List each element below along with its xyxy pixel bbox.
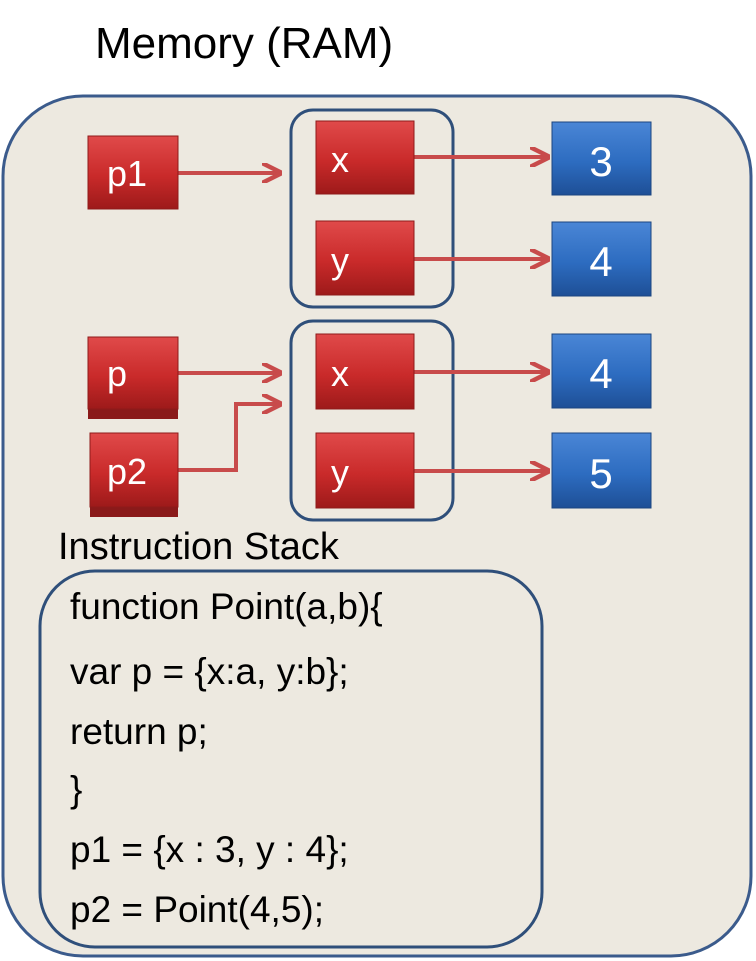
- object-1-field-y-label: y: [331, 240, 349, 281]
- variable-p-label: p: [107, 353, 127, 394]
- object-outline-2: [289, 319, 455, 522]
- variable-p: p: [87, 336, 179, 419]
- code-line-4: }: [70, 769, 83, 810]
- instruction-stack-box: [38, 569, 544, 949]
- object-1-field-y: y: [315, 220, 415, 296]
- memory-title: Memory (RAM): [95, 19, 394, 68]
- variable-p1-label: p1: [107, 153, 147, 194]
- instruction-stack-title: Instruction Stack: [58, 526, 339, 568]
- memory-region: [1, 94, 753, 958]
- variable-p2: p2: [89, 432, 179, 517]
- code-line-2: var p = {x:a, y:b};: [70, 651, 349, 692]
- code-line-6: p2 = Point(4,5);: [70, 889, 325, 930]
- code-line-3: return p;: [70, 711, 208, 752]
- object-2-field-y-label: y: [331, 452, 349, 493]
- variable-p2-label: p2: [107, 451, 147, 492]
- arrow-p2-to-object-2: [178, 404, 278, 472]
- value-box-2: 4: [551, 221, 652, 297]
- object-1-field-x-label: x: [331, 139, 349, 180]
- value-box-2-label: 4: [589, 238, 612, 285]
- value-box-1: 3: [551, 121, 652, 196]
- object-2-field-x: x: [315, 333, 415, 410]
- code-line-1: function Point(a,b){: [70, 586, 383, 627]
- object-1-field-x: x: [315, 120, 415, 195]
- value-box-3: 4: [551, 333, 652, 409]
- value-box-4: 5: [551, 432, 652, 509]
- value-box-3-label: 4: [589, 350, 612, 397]
- value-box-4-label: 5: [589, 450, 612, 497]
- variable-p1: p1: [87, 135, 179, 210]
- object-outline-1: [289, 108, 455, 309]
- code-line-5: p1 = {x : 3, y : 4};: [70, 829, 349, 870]
- object-2-field-x-label: x: [331, 353, 349, 394]
- object-2-field-y: y: [315, 432, 415, 509]
- value-box-1-label: 3: [589, 138, 612, 185]
